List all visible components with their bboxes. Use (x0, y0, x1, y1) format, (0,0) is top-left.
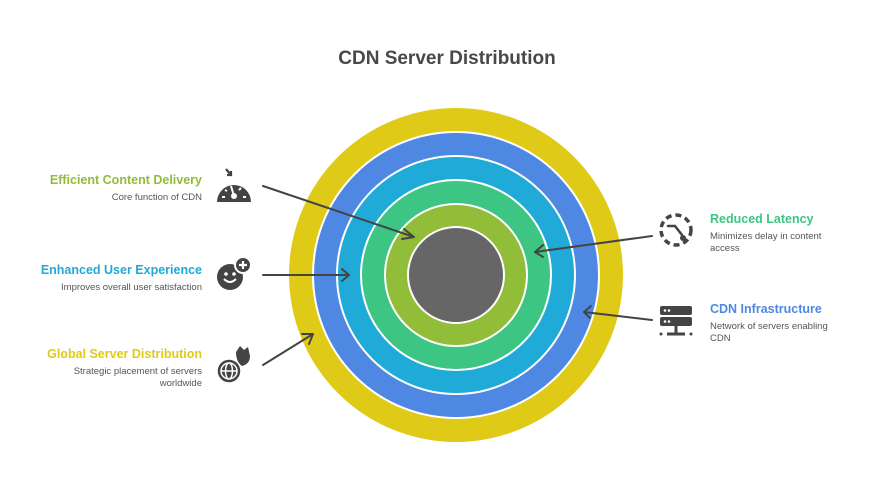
label-efficient-content-delivery: Efficient Content Delivery Core function… (0, 172, 202, 204)
label-desc: Network of servers enabling CDN (710, 321, 828, 344)
speedometer-icon (217, 168, 251, 202)
diagram-title: CDN Server Distribution (338, 48, 556, 69)
globe-icon (216, 346, 250, 384)
ring-core (407, 226, 505, 324)
label-title: CDN Infrastructure (710, 302, 822, 316)
label-title: Efficient Content Delivery (49, 173, 202, 187)
label-desc: Strategic placement of servers worldwide (73, 366, 202, 389)
label-title: Global Server Distribution (47, 347, 202, 361)
arrow-latency (534, 235, 653, 258)
label-title: Reduced Latency (710, 212, 814, 226)
arrow-efficient (262, 185, 415, 240)
arrow-global (262, 333, 314, 366)
label-enhanced-user-experience: Enhanced User Experience Improves overal… (0, 262, 202, 294)
label-desc: Improves overall user satisfaction (61, 282, 202, 293)
smiley-plus-icon (217, 256, 252, 290)
label-desc: Core function of CDN (111, 192, 202, 203)
server-icon (659, 306, 693, 336)
label-desc: Minimizes delay in content access (710, 231, 822, 254)
label-reduced-latency: Reduced Latency Minimizes delay in conte… (710, 211, 850, 255)
arrow-infra (583, 305, 653, 321)
label-global-server-distribution: Global Server Distribution Strategic pla… (0, 346, 202, 390)
label-title: Enhanced User Experience (40, 263, 202, 277)
arrow-enhanced (262, 268, 350, 282)
dashed-clock-icon (659, 213, 693, 247)
label-cdn-infrastructure: CDN Infrastructure Network of servers en… (710, 301, 850, 345)
